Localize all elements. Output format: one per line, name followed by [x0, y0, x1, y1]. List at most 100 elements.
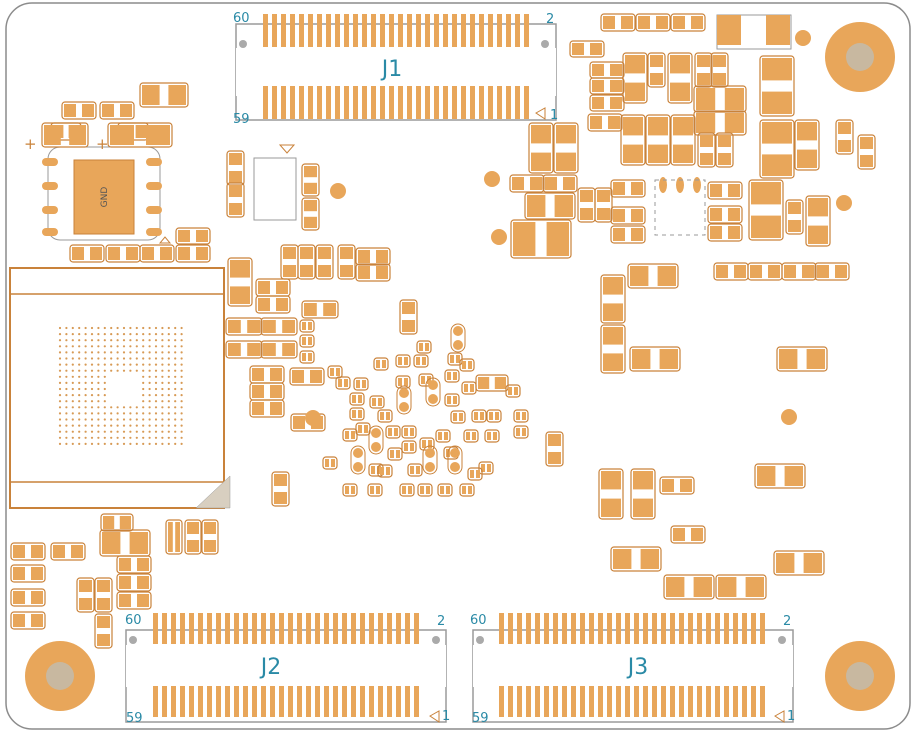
bga-ball [174, 424, 177, 427]
bga-ball [161, 424, 164, 427]
smd-component [600, 324, 626, 374]
bga-ball [110, 406, 113, 409]
j1-pin [344, 86, 349, 119]
bga-ball [174, 394, 177, 397]
smd-component [587, 113, 623, 132]
bga-ball [135, 357, 138, 360]
j1-pin-60: 60 [233, 11, 250, 26]
bga-ball [129, 357, 132, 360]
smd-component [670, 13, 706, 32]
smd-component [785, 199, 804, 235]
bga-ball [142, 387, 145, 391]
smd-component [670, 525, 706, 544]
bga-ball [142, 339, 145, 342]
j1-pin [326, 86, 331, 119]
j2-pin [180, 613, 185, 644]
smd-component [99, 529, 151, 557]
smd-component [335, 376, 351, 390]
bga-ball [110, 357, 113, 360]
bga-ball [167, 442, 170, 445]
bga-ball [154, 394, 158, 397]
bga-ball [142, 430, 145, 433]
j2-pin-2: 2 [437, 614, 445, 629]
bga-ball [90, 400, 94, 403]
j2-pin [369, 686, 374, 717]
bga-ball [84, 339, 87, 342]
bga-ball [90, 424, 94, 427]
bga-ball [90, 345, 94, 348]
bga-ball [148, 387, 151, 391]
j2-pin [261, 686, 266, 717]
j2-pin [171, 686, 176, 717]
j2-pin [315, 686, 320, 717]
smd-component [201, 519, 219, 555]
j1-pin [353, 86, 358, 119]
smd-component [116, 555, 152, 574]
bga-ball [174, 345, 177, 348]
j1-pin [425, 14, 430, 47]
bga-ball [97, 412, 100, 415]
smd-component [610, 179, 646, 198]
bga-ball [78, 363, 81, 366]
bga-ball [122, 363, 126, 366]
smd-component [659, 476, 695, 495]
bga-ball [65, 339, 68, 342]
bga-ball [84, 369, 87, 372]
smd-component [463, 429, 479, 443]
bga-ball [90, 418, 94, 421]
bga-ball [135, 339, 138, 342]
bga-ball [58, 412, 62, 415]
bga-ball [161, 339, 164, 342]
bga-ball [142, 333, 145, 336]
j1-pin [452, 86, 457, 119]
bga-ball [180, 394, 183, 397]
bga-ball [116, 363, 119, 366]
j2-pin [243, 686, 248, 717]
bga-ball [71, 387, 74, 391]
smd-component [69, 244, 105, 263]
smd-component [589, 94, 625, 112]
j3-pin [517, 613, 522, 644]
bga-ball [167, 345, 170, 348]
smd-component [794, 119, 820, 171]
j1-pin-2: 2 [546, 12, 554, 27]
bga-ball [174, 333, 177, 336]
smd-component [620, 114, 646, 166]
smd-component [542, 174, 578, 193]
bga-ball [174, 339, 177, 342]
bga-ball [65, 375, 68, 378]
smd-component [630, 468, 656, 520]
j3-pin [571, 613, 576, 644]
bga-ball [65, 394, 68, 397]
j1-pin [362, 14, 367, 47]
bga-ball [180, 381, 183, 384]
bga-ball [97, 339, 100, 342]
bga-ball [154, 436, 158, 439]
bga-ball [78, 430, 81, 433]
bga-ball [116, 357, 119, 360]
j1-pin [335, 86, 340, 119]
smd-component [622, 52, 648, 104]
bga-ball [58, 387, 62, 391]
smd-component [577, 187, 596, 223]
j2-pin [162, 613, 167, 644]
j3-pin [733, 686, 738, 717]
bga-ball [122, 345, 126, 348]
crystal-pad [676, 177, 684, 193]
bga-ball [78, 400, 81, 403]
mounting-hole-bottom-right [825, 641, 895, 711]
bga-ball [90, 381, 94, 384]
bga-ball [58, 394, 62, 397]
smd-component [255, 295, 291, 314]
bga-ball [116, 412, 119, 415]
bga-ball [97, 363, 100, 366]
j1-pin [281, 14, 286, 47]
j2-pin [333, 686, 338, 717]
bga-ball [167, 418, 170, 421]
smd-component [399, 483, 415, 497]
smd-component [10, 611, 46, 630]
j1-pin [290, 14, 295, 47]
j3-pin [526, 686, 531, 717]
j2-pin [324, 613, 329, 644]
smd-component [505, 384, 521, 398]
